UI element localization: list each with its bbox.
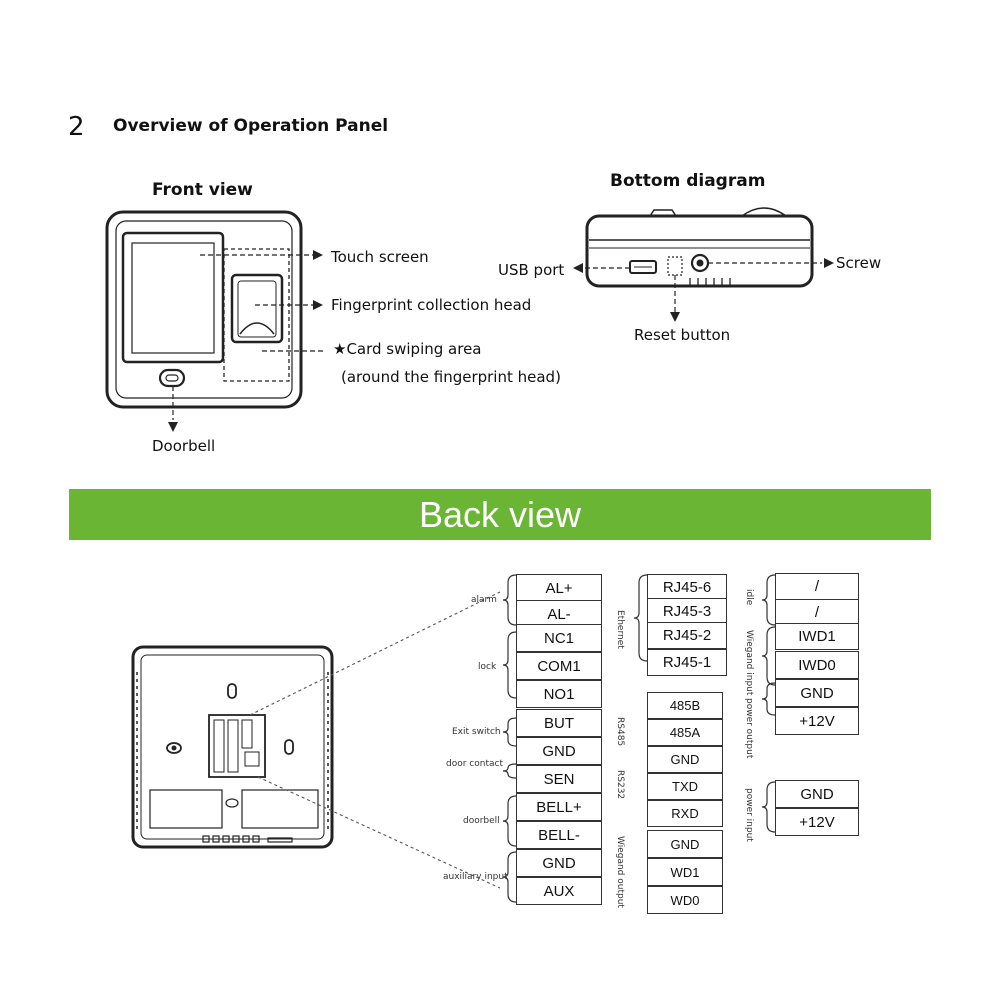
pin-braces	[502, 574, 776, 903]
pin-rj45-6: RJ45-6	[647, 574, 727, 601]
pin-iwd1: IWD1	[775, 623, 859, 650]
group-door-contact: door contact	[446, 759, 503, 769]
pin-gnd-rs232: GND	[647, 746, 723, 773]
back-leaders	[249, 591, 501, 889]
pin-12v-power-out: +12V	[775, 707, 859, 735]
pin-gnd-2: GND	[516, 849, 602, 877]
group-auxiliary-input: auxiliary input	[443, 872, 508, 882]
front-device	[105, 210, 303, 409]
pin-al-minus: AL-	[516, 600, 602, 628]
front-leaders	[172, 254, 325, 420]
group-lock: lock	[478, 662, 497, 672]
pin-idle-2: /	[775, 599, 859, 626]
pin-12v-power-in: +12V	[775, 808, 859, 836]
front-arrowheads	[168, 250, 323, 432]
pin-rj45-2: RJ45-2	[647, 622, 727, 649]
bottom-arrowheads	[573, 258, 834, 322]
pin-rj45-3: RJ45-3	[647, 598, 727, 625]
group-alarm: alarm	[471, 595, 497, 605]
back-device	[131, 645, 334, 849]
pin-gnd-power-in: GND	[775, 780, 859, 808]
pin-al-plus: AL+	[516, 574, 602, 602]
label-card-area-note: (around the fingerprint head)	[341, 368, 561, 386]
group-ethernet: Ethernet	[615, 610, 625, 649]
front-view-title: Front view	[152, 180, 253, 200]
group-exit-switch: Exit switch	[452, 727, 501, 737]
section-number: 2	[68, 112, 85, 142]
pin-gnd-wiegand-out: GND	[647, 830, 723, 858]
label-fingerprint-head: Fingerprint collection head	[331, 296, 532, 314]
back-view-title: Back view	[418, 494, 582, 535]
label-usb-port: USB port	[498, 261, 565, 279]
group-idle: idle	[744, 589, 754, 606]
bottom-leaders	[583, 262, 822, 312]
group-doorbell: doorbell	[463, 816, 500, 826]
group-wiegand-output: Wiegand output	[615, 836, 625, 908]
pin-485b: 485B	[647, 692, 723, 719]
pin-but: BUT	[516, 709, 602, 737]
label-doorbell: Doorbell	[152, 437, 216, 455]
pin-485a: 485A	[647, 719, 723, 746]
label-screw: Screw	[836, 254, 882, 272]
label-touch-screen: Touch screen	[331, 248, 429, 266]
pin-aux: AUX	[516, 877, 602, 905]
group-power-output: power output	[744, 698, 754, 759]
pin-gnd-power-out: GND	[775, 679, 859, 707]
pin-gnd-1: GND	[516, 737, 602, 765]
card-area-text: Card swiping area	[346, 340, 482, 358]
pin-com1: COM1	[516, 652, 602, 680]
pin-wd0: WD0	[647, 886, 723, 914]
pin-no1: NO1	[516, 680, 602, 708]
pin-iwd0: IWD0	[775, 651, 859, 679]
pin-rj45-1: RJ45-1	[647, 649, 727, 676]
pin-bell-plus: BELL+	[516, 793, 602, 821]
bottom-device	[585, 207, 814, 288]
label-card-area: ★Card swiping area	[333, 340, 482, 358]
back-view-banner: Back view	[69, 489, 931, 540]
pin-sen: SEN	[516, 765, 602, 793]
section-title: Overview of Operation Panel	[113, 116, 389, 136]
pin-rxd: RXD	[647, 800, 723, 827]
group-rs485: RS485	[615, 717, 625, 747]
group-power-input: power input	[744, 788, 754, 842]
pin-bell-minus: BELL-	[516, 821, 602, 849]
group-rs232: RS232	[615, 770, 625, 800]
label-reset-button: Reset button	[634, 326, 731, 344]
group-wiegand-input: Wiegand input	[744, 630, 754, 696]
pin-nc1: NC1	[516, 624, 602, 652]
pin-wd1: WD1	[647, 858, 723, 886]
pin-idle-1: /	[775, 573, 859, 600]
bottom-diagram-title: Bottom diagram	[610, 171, 766, 191]
pin-txd: TXD	[647, 773, 723, 800]
star-icon: ★	[333, 340, 347, 358]
